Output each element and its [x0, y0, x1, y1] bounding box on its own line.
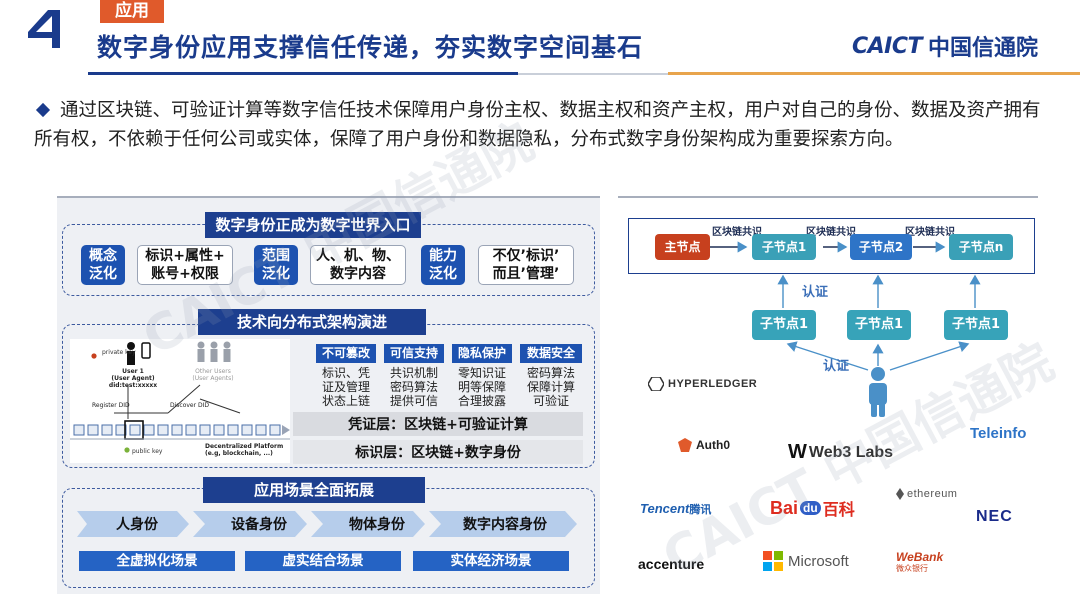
- user-figure-icon: [869, 367, 887, 417]
- identity-object: 物体身份: [349, 517, 405, 533]
- hyperledger-icon: [648, 377, 664, 391]
- sub-node-a: 子节点1: [752, 310, 816, 340]
- baidu-du: du: [800, 501, 821, 515]
- pill-capability-detail: 不仅’标识’ 而且’管理’: [478, 245, 574, 285]
- ethereum-icon: [896, 488, 904, 500]
- prop-head-privacy: 隐私保护: [452, 344, 512, 363]
- scene-virtual: 全虚拟化场景: [79, 551, 235, 571]
- brand-logo: CAICT 中国信通院: [852, 30, 1038, 62]
- baidu-en: Bai: [770, 497, 799, 518]
- prop-head-security: 数据安全: [520, 344, 582, 363]
- webank-en: WeBank: [896, 550, 944, 564]
- auth-label-top: 认证: [802, 285, 829, 300]
- left-panel: 数字身份正成为数字世界入口 概念 泛化 标识+属性+ 账号+权限 范围 泛化 人…: [57, 196, 600, 594]
- prop-head-tamperproof: 不可篡改: [316, 344, 376, 363]
- logo-hyperledger: HYPERLEDGER: [648, 377, 757, 391]
- group-title-entry: 数字身份正成为数字世界入口: [205, 212, 421, 238]
- consensus-label-1: 区块链共识: [712, 227, 762, 238]
- prop-body-privacy: 零知识证 明等保障 合理披露: [457, 366, 506, 408]
- did-diagram: private key User 1 (User Agent) did:test…: [70, 339, 290, 463]
- scene-real-economy: 实体经济场景: [413, 551, 569, 571]
- pill-concept-detail: 标识+属性+ 账号+权限: [137, 245, 233, 285]
- intro-bullet: 通过区块链、可验证计算等数字信任技术保障用户身份主权、数据主权和资产主权，用户对…: [34, 96, 1044, 154]
- node-sub-n: 子节点n: [949, 234, 1013, 260]
- logo-web3: W Web3 Labs: [788, 441, 893, 464]
- group-title-scenarios: 应用场景全面拓展: [203, 477, 425, 503]
- header-divider-blue: [88, 72, 518, 75]
- label-platform: Decentralized Platform (e.g, blockchain,…: [205, 443, 284, 457]
- label-public-key: public key: [132, 448, 163, 455]
- tencent-en: Tencent: [640, 501, 690, 516]
- group-scenarios: [62, 488, 595, 588]
- identity-person: 人身份: [116, 517, 158, 533]
- microsoft-text: Microsoft: [788, 552, 849, 570]
- prop-body-security: 密码算法 保障计算 可验证: [526, 366, 575, 408]
- consensus-label-3: 区块链共识: [905, 227, 955, 238]
- pill-scope: 范围 泛化: [254, 245, 298, 285]
- web3-text: Web3 Labs: [808, 443, 894, 461]
- identity-digital-content: 数字内容身份: [463, 517, 547, 533]
- identity-device: 设备身份: [231, 517, 287, 533]
- pill-capability: 能力 泛化: [421, 245, 465, 285]
- logo-teleinfo: Teleinfo: [970, 425, 1027, 442]
- blockchain-box: [628, 218, 1035, 274]
- logo-ethereum: ethereum: [896, 488, 957, 500]
- auth0-icon: [678, 438, 692, 452]
- did-diagram-art: [70, 341, 290, 453]
- node-sub-2: 子节点2: [850, 234, 912, 260]
- logo-accenture: accenture: [638, 556, 705, 572]
- webank-cn: 微众银行: [896, 564, 928, 573]
- label-discover-did: Discover DID: [170, 402, 210, 409]
- section-tag: 应用: [100, 0, 164, 23]
- brand-en: CAICT: [851, 33, 923, 59]
- web3-icon: W: [788, 441, 807, 463]
- tencent-cn: 腾讯: [689, 504, 712, 516]
- diamond-bullet-icon: [35, 102, 51, 118]
- pill-scope-detail: 人、机、物、 数字内容: [310, 245, 406, 285]
- node-connectors: [708, 241, 981, 417]
- hyperledger-text: HYPERLEDGER: [668, 378, 758, 390]
- scene-hybrid: 虚实结合场景: [245, 551, 401, 571]
- label-register-did: Register DID: [92, 402, 130, 409]
- sub-node-c: 子节点1: [944, 310, 1008, 340]
- logo-tencent: Tencent腾讯: [640, 501, 711, 517]
- label-user1: User 1 (User Agent) did:test:xxxxx: [108, 368, 158, 389]
- auth0-text: Auth0: [696, 438, 730, 452]
- sub-node-b: 子节点1: [847, 310, 911, 340]
- right-panel: 区块链共识 区块链共识 区块链共识 主节点 子节点1 子节点2 子节点n 认证 …: [618, 196, 1038, 594]
- node-sub-1: 子节点1: [752, 234, 816, 260]
- logo-baidu: Bai du 百科: [770, 496, 855, 520]
- layer-identifier: 标识层：区块链+数字身份: [293, 440, 583, 464]
- logo-auth0: Auth0: [678, 438, 730, 452]
- prop-head-trust: 可信支持: [384, 344, 444, 363]
- label-private-key: private key: [102, 349, 136, 356]
- ethereum-text: ethereum: [907, 488, 958, 500]
- logo-webank: WeBank 微众银行: [896, 551, 943, 574]
- header-divider-gray: [518, 73, 668, 75]
- node-main: 主节点: [655, 234, 710, 260]
- baidu-cn: 百科: [822, 502, 855, 519]
- logo-microsoft: Microsoft: [763, 551, 849, 571]
- intro-text: 通过区块链、可验证计算等数字信任技术保障用户身份主权、数据主权和资产主权，用户对…: [34, 100, 1041, 150]
- page-title: 数字身份应用支撑信任传递，夯实数字空间基石: [97, 33, 644, 62]
- consensus-label-2: 区块链共识: [806, 227, 856, 238]
- pill-concept: 概念 泛化: [81, 245, 125, 285]
- header-divider-orange: [668, 72, 1080, 75]
- group-title-architecture: 技术向分布式架构演进: [198, 309, 426, 335]
- brand-cn: 中国信通院: [927, 36, 1038, 61]
- layer-credential: 凭证层：区块链+可验证计算: [293, 412, 583, 436]
- auth-label-bottom: 认证: [823, 359, 850, 374]
- identity-chevrons: [77, 511, 577, 537]
- microsoft-icon: [763, 551, 783, 571]
- logo-nec: NEC: [976, 508, 1013, 525]
- label-other-users: Other Users (User Agents): [192, 368, 234, 382]
- prop-body-tamperproof: 标识、凭 证及管理 状态上链: [321, 366, 370, 408]
- section-number-icon: [28, 10, 60, 48]
- prop-body-trust: 共识机制 密码算法 提供可信: [389, 366, 438, 408]
